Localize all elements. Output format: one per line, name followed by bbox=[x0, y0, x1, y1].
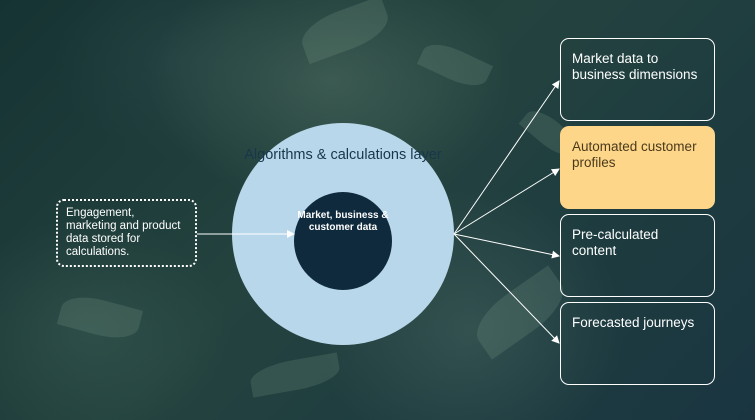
output-market-data-box: Market data to business dimensions bbox=[560, 38, 715, 121]
input-data-label: Engagement, marketing and product data s… bbox=[66, 207, 181, 258]
output-customer-profiles-box: Automated customer profiles bbox=[560, 126, 715, 209]
output-arrow-1 bbox=[453, 80, 560, 235]
data-core-label: Market, business & customer data bbox=[297, 210, 389, 233]
output-arrow-3 bbox=[453, 233, 560, 259]
output-forecasted-journeys-box: Forecasted journeys bbox=[560, 302, 715, 385]
output-label: Automated customer profiles bbox=[572, 139, 697, 170]
output-label: Forecasted journeys bbox=[572, 315, 695, 330]
output-precalculated-content-box: Pre-calculated content bbox=[560, 214, 715, 297]
output-label: Market data to business dimensions bbox=[572, 51, 698, 82]
data-core-circle bbox=[294, 192, 392, 290]
algorithms-layer-label: Algorithms & calculations layer bbox=[244, 147, 442, 163]
output-arrow-4 bbox=[453, 233, 560, 344]
output-arrow-2 bbox=[453, 168, 560, 235]
input-data-box: Engagement, marketing and product data s… bbox=[56, 199, 197, 267]
output-label: Pre-calculated content bbox=[572, 227, 659, 258]
